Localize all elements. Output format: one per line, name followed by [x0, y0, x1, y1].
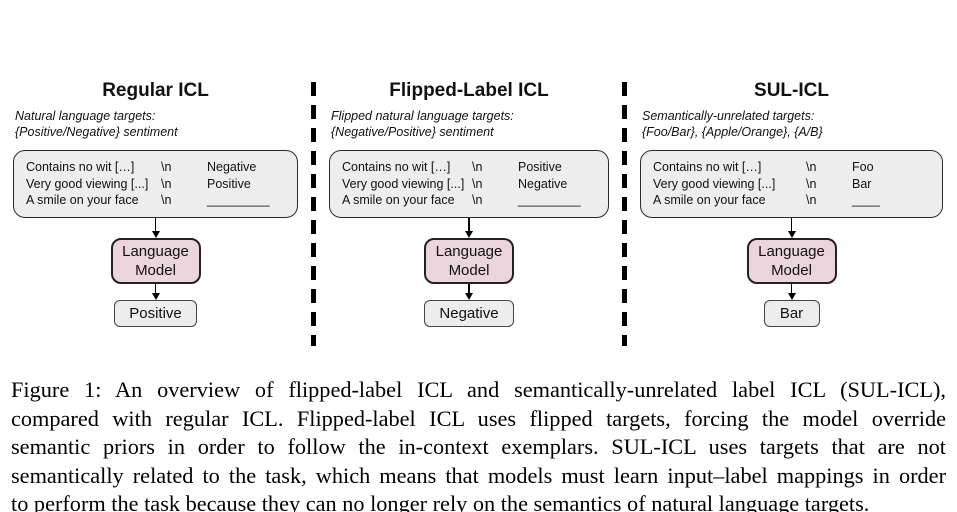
exemplar-input: Contains no wit […]	[342, 160, 451, 174]
newline-token: \n	[161, 160, 172, 174]
arrowhead-icon	[151, 231, 160, 238]
exemplar-row: Contains no wit […] \n Negative	[26, 159, 285, 176]
newline-token: \n	[806, 160, 817, 174]
panel-title: Regular ICL	[102, 80, 209, 101]
panel-subtitle-line: {Negative/Positive} sentiment	[331, 125, 494, 139]
language-model-box: Language Model	[746, 238, 837, 284]
figure-caption: Figure 1: An overview of flipped-label I…	[11, 376, 946, 512]
arrow-line	[790, 218, 793, 231]
panel-title: SUL-ICL	[754, 80, 829, 101]
newline-token: \n	[806, 193, 817, 207]
paper-figure-page: Regular ICL Natural language targets: {P…	[0, 80, 957, 512]
exemplar-input: Very good viewing [...]	[342, 176, 465, 191]
exemplar-label: Negative	[518, 176, 568, 191]
arrowhead-icon	[787, 293, 796, 300]
arrow-line	[468, 218, 470, 231]
caption-line: compared with regular ICL. Flipped-label…	[11, 405, 946, 431]
arrowhead-icon	[151, 293, 160, 300]
model-output-box: Negative	[424, 300, 514, 327]
newline-token: \n	[161, 176, 172, 191]
arrow-line	[154, 218, 157, 231]
newline-token: \n	[472, 176, 483, 191]
panel-sul-icl: SUL-ICL Semantically-unrelated targets: …	[627, 80, 956, 346]
down-arrow-icon	[465, 284, 473, 300]
exemplar-row: A smile on your face \n ____	[653, 192, 930, 209]
exemplars-box: Contains no wit […] \n Negative Very goo…	[13, 150, 298, 218]
exemplar-row: Contains no wit […] \n Positive	[342, 159, 596, 176]
exemplar-label: Positive	[518, 160, 562, 174]
panel-subtitle-line: Natural language targets:	[15, 109, 156, 123]
language-model-label-line: Model	[135, 262, 176, 279]
language-model-label-line: Language	[758, 243, 825, 260]
model-output-box: Positive	[114, 300, 197, 327]
panel-subtitle-line: Semantically-unrelated targets:	[642, 109, 815, 123]
caption-line: to perform the task because they can no …	[11, 491, 870, 512]
panel-subtitle-line: {Positive/Negative} sentiment	[15, 125, 178, 139]
language-model-label-line: Model	[448, 262, 490, 279]
exemplar-input: Very good viewing [...]	[653, 176, 776, 191]
panel-title: Flipped-Label ICL	[389, 80, 549, 101]
panel-subtitle: Semantically-unrelated targets: {Foo/Bar…	[642, 108, 941, 140]
caption-line: semantic priors in order to follow the i…	[11, 434, 946, 460]
exemplars-box: Contains no wit […] \n Positive Very goo…	[329, 150, 609, 218]
language-model-label-line: Language	[435, 243, 503, 260]
exemplar-blank: _________	[518, 193, 581, 207]
arrow-line	[790, 284, 793, 293]
down-arrow-icon	[787, 284, 796, 300]
model-output-box: Bar	[763, 300, 820, 327]
arrowhead-icon	[465, 231, 473, 238]
dashed-divider	[622, 82, 627, 346]
down-arrow-icon	[151, 284, 160, 300]
language-model-label-line: Model	[771, 262, 812, 279]
panel-flipped-label-icl: Flipped-Label ICL Flipped natural langua…	[316, 80, 622, 346]
down-arrow-icon	[787, 218, 796, 238]
exemplar-row: Very good viewing [...] \n Bar	[653, 176, 930, 193]
language-model-box: Language Model	[424, 238, 514, 284]
exemplar-blank: _________	[207, 193, 270, 207]
newline-token: \n	[472, 193, 483, 207]
language-model-box: Language Model	[110, 238, 201, 284]
figure-1-diagram: Regular ICL Natural language targets: {P…	[0, 80, 957, 346]
exemplar-input: A smile on your face	[653, 193, 766, 207]
exemplar-label: Negative	[207, 160, 257, 174]
exemplar-input: Contains no wit […]	[26, 160, 135, 174]
exemplar-row: Contains no wit […] \n Foo	[653, 159, 930, 176]
dashed-divider	[311, 82, 316, 346]
panel-subtitle-line: Flipped natural language targets:	[331, 109, 514, 123]
newline-token: \n	[161, 193, 172, 207]
exemplar-label: Foo	[852, 160, 874, 174]
arrowhead-icon	[787, 231, 796, 238]
exemplars-box: Contains no wit […] \n Foo Very good vie…	[640, 150, 943, 218]
exemplar-label: Bar	[852, 176, 872, 191]
panel-subtitle: Flipped natural language targets: {Negat…	[331, 108, 607, 140]
panel-subtitle-line: {Foo/Bar}, {Apple/Orange}, {A/B}	[642, 125, 823, 139]
newline-token: \n	[806, 176, 817, 191]
down-arrow-icon	[465, 218, 473, 238]
down-arrow-icon	[151, 218, 160, 238]
exemplar-row: A smile on your face \n _________	[342, 192, 596, 209]
exemplar-row: Very good viewing [...] \n Negative	[342, 176, 596, 193]
arrow-line	[154, 284, 157, 293]
exemplar-row: Very good viewing [...] \n Positive	[26, 176, 285, 193]
newline-token: \n	[472, 160, 483, 174]
exemplar-row: A smile on your face \n _________	[26, 192, 285, 209]
exemplar-input: A smile on your face	[342, 193, 455, 207]
exemplar-input: A smile on your face	[26, 193, 139, 207]
exemplar-label: Positive	[207, 176, 251, 191]
arrowhead-icon	[465, 293, 473, 300]
arrow-line	[468, 284, 470, 293]
caption-line: Figure 1: An overview of flipped-label I…	[11, 377, 946, 402]
panel-regular-icl: Regular ICL Natural language targets: {P…	[0, 80, 311, 346]
panel-subtitle: Natural language targets: {Positive/Nega…	[15, 108, 296, 140]
language-model-label-line: Language	[122, 243, 189, 260]
exemplar-input: Contains no wit […]	[653, 160, 762, 174]
exemplar-blank: ____	[852, 193, 880, 207]
caption-line: semantically related to the task, which …	[11, 462, 946, 488]
exemplar-input: Very good viewing [...]	[26, 176, 149, 191]
